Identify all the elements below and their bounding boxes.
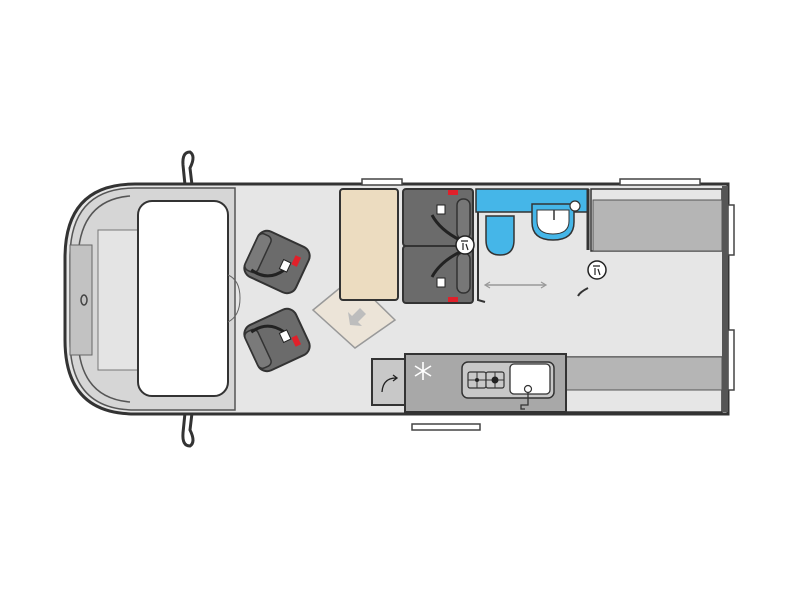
left-mirror — [181, 150, 195, 187]
seatbelt-icon — [436, 277, 446, 288]
tv-icon — [455, 235, 475, 255]
window — [411, 423, 481, 431]
rear-wall — [722, 186, 728, 412]
rear-bench-seat[interactable] — [402, 188, 474, 304]
seatbelt-icon — [278, 258, 292, 273]
shower-head-icon — [569, 200, 581, 212]
table[interactable] — [339, 188, 399, 301]
door-arrow-icon — [381, 374, 399, 393]
window — [727, 329, 735, 391]
passenger-seat[interactable] — [241, 306, 313, 375]
snowflake-icon — [414, 362, 432, 380]
toilet[interactable] — [485, 215, 515, 256]
seatbelt-icon — [278, 329, 292, 344]
arrow-icon — [348, 308, 366, 326]
window — [361, 178, 403, 186]
window — [727, 204, 735, 256]
seatbelt-icon — [436, 204, 446, 215]
tv-icon — [587, 260, 607, 280]
sink-icon[interactable] — [509, 363, 551, 410]
fridge[interactable] — [371, 358, 407, 406]
right-mirror — [181, 411, 195, 448]
window — [619, 178, 701, 186]
hob-icon[interactable] — [467, 371, 505, 389]
badge — [80, 294, 88, 306]
driver-seat[interactable] — [241, 228, 313, 297]
windscreen — [137, 200, 229, 397]
